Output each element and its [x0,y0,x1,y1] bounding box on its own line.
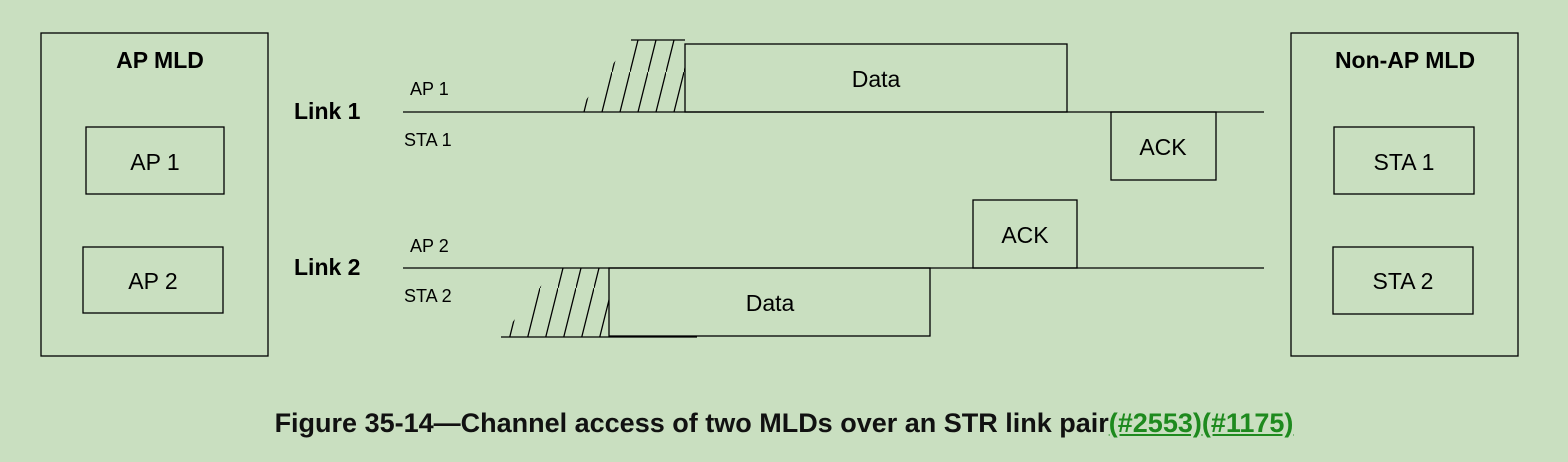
sta2-box [1332,246,1474,315]
link1-data-label: Data [852,66,901,92]
ap1-box [85,126,225,195]
link2-label: Link 2 [294,254,360,280]
link2-ack-frame [972,199,1078,269]
link1-label: Link 1 [294,98,361,124]
str-link-pair-diagram: AP MLD AP 1 AP 2 Non-AP MLD STA 1 STA 2 … [40,32,1519,357]
link1-lower-label: STA 1 [404,130,452,150]
ap2-label: AP 2 [128,268,177,294]
link1-upper-label: AP 1 [410,79,449,99]
link2-data-label: Data [746,290,795,316]
link2-ack-label: ACK [1001,222,1049,248]
figure-caption-text: Figure 35-14—Channel access of two MLDs … [274,408,1109,438]
ap2-box [82,246,224,314]
ap-mld-box [40,32,269,357]
link1-ack-label: ACK [1139,134,1187,160]
link1-backoff-hatch [577,40,685,112]
non-ap-mld-title: Non-AP MLD [1335,47,1475,73]
sta2-label: STA 2 [1373,268,1434,294]
figure-caption-refs[interactable]: (#2553)(#1175) [1108,408,1294,438]
non-ap-mld-box [1290,32,1519,357]
ap-mld-title: AP MLD [116,47,204,73]
link2-backoff-hatch [501,268,609,337]
ap1-label: AP 1 [130,149,179,175]
link2-lower-label: STA 2 [404,286,452,306]
sta1-label: STA 1 [1374,149,1435,175]
link2-upper-label: AP 2 [410,236,449,256]
link1-ack-frame [1110,111,1217,181]
sta1-box [1333,126,1475,195]
figure-caption: Figure 35-14—Channel access of two MLDs … [0,408,1568,439]
